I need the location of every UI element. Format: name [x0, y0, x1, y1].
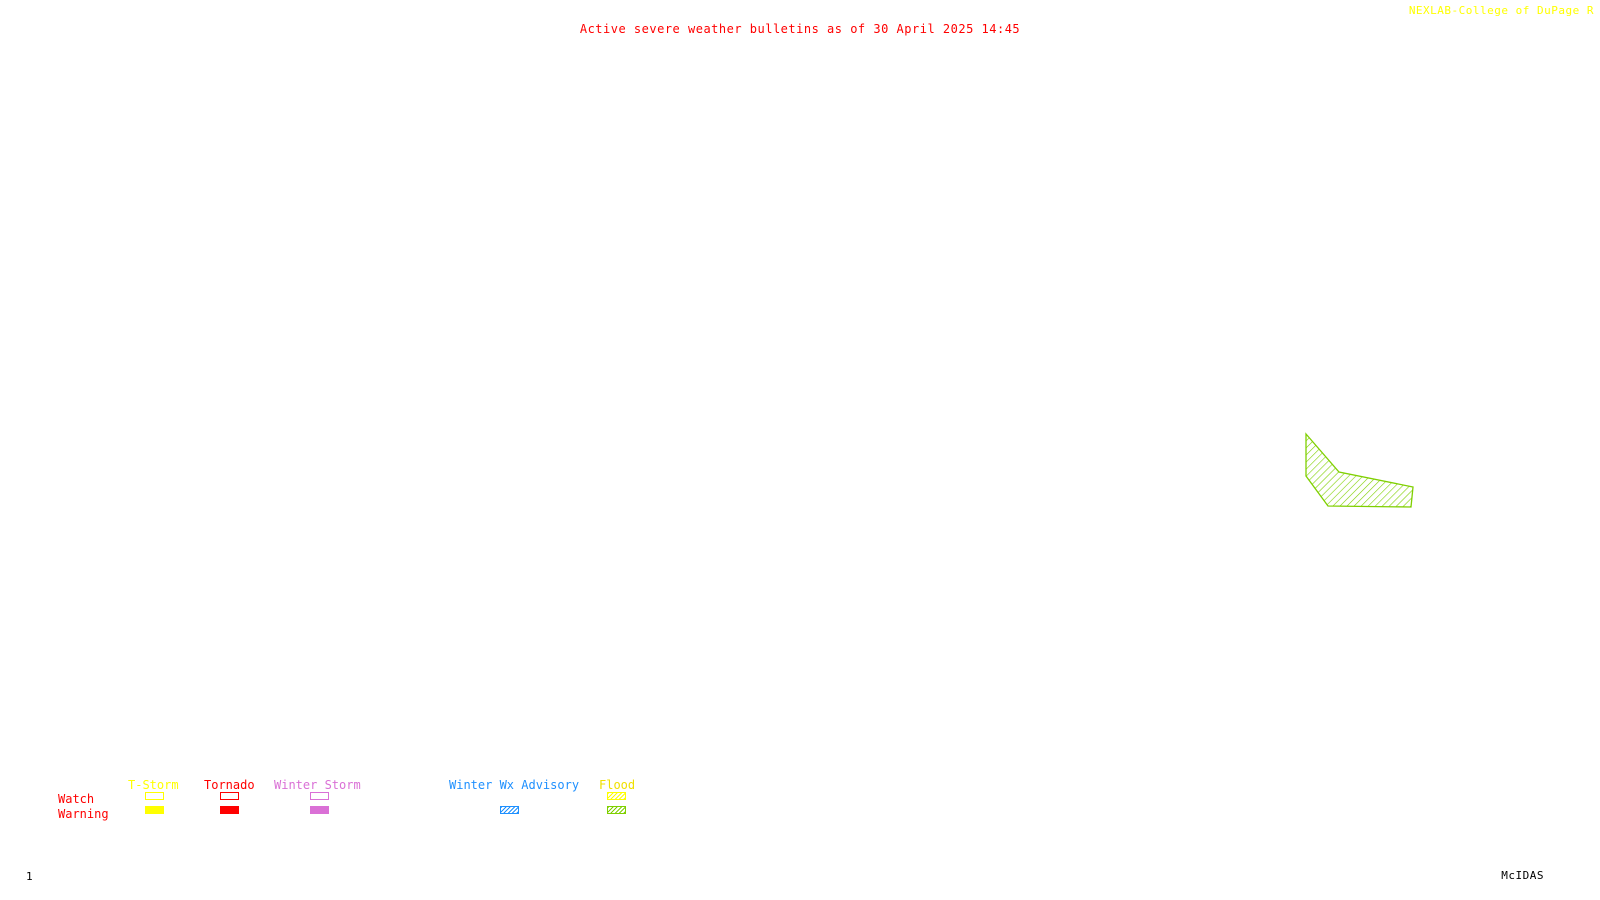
legend-watch-label: Watch — [58, 792, 95, 806]
flood-warning-swatch — [607, 806, 626, 814]
credit-label: NEXLAB-College of DuPage R — [1408, 4, 1594, 17]
legend-warning-label: Warning — [58, 807, 109, 821]
software-label: McIDAS — [1501, 869, 1544, 882]
flood-warning-polygon[interactable] — [1305, 432, 1414, 508]
legend-tornado-label: Tornado — [204, 778, 255, 792]
legend-winter-advisory-label: Winter Wx Advisory — [449, 778, 580, 792]
bulletin-title: Active severe weather bulletins as of 30… — [579, 22, 1021, 36]
winter-storm-warning-swatch — [310, 806, 329, 814]
frame-number: 1 — [26, 870, 34, 883]
flood-watch-swatch — [607, 792, 626, 800]
winter-advisory-swatch — [500, 806, 519, 814]
tstorm-warning-swatch — [145, 806, 164, 814]
tornado-warning-swatch — [220, 806, 239, 814]
legend-winter-storm-label: Winter Storm — [274, 778, 361, 792]
tstorm-watch-swatch — [145, 792, 164, 800]
tornado-watch-swatch — [220, 792, 239, 800]
legend-flood-label: Flood — [599, 778, 636, 792]
legend-tstorm-label: T-Storm — [128, 778, 179, 792]
winter-storm-watch-swatch — [310, 792, 329, 800]
